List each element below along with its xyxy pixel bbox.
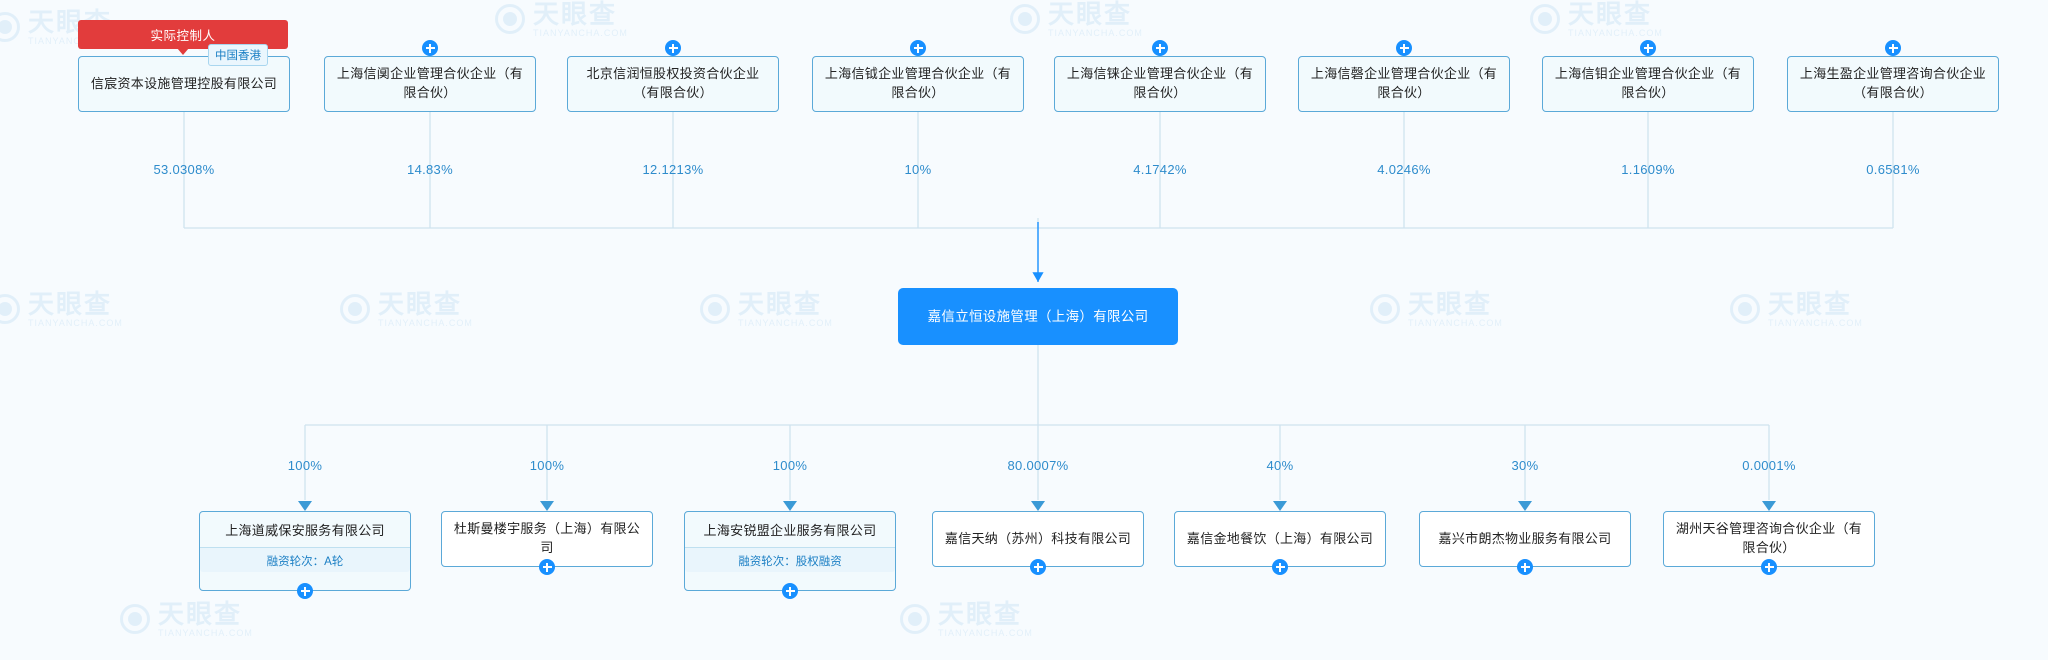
ownership-percent-shareholder-3: 10%	[904, 162, 932, 177]
region-badge: 中国香港	[208, 44, 268, 66]
shareholder-node-6[interactable]: 上海信钼企业管理合伙企业（有限合伙）	[1542, 56, 1754, 112]
ownership-percent-subsidiary-1: 100%	[529, 458, 565, 473]
subsidiary-name: 湖州天谷管理咨询合伙企业（有限合伙）	[1675, 521, 1863, 555]
subsidiary-name: 嘉信天纳（苏州）科技有限公司	[944, 530, 1132, 546]
shareholder-name: 上海信磬企业管理合伙企业（有限合伙）	[1310, 66, 1498, 100]
shareholder-node-4[interactable]: 上海信铼企业管理合伙企业（有限合伙）	[1054, 56, 1266, 112]
expand-plus-icon-shareholder-6[interactable]	[1640, 40, 1656, 56]
ownership-percent-subsidiary-0: 100%	[287, 458, 323, 473]
expand-plus-icon-shareholder-2[interactable]	[665, 40, 681, 56]
subsidiary-node-0[interactable]: 上海道威保安服务有限公司 融资轮次：A轮	[199, 511, 411, 591]
subsidiary-node-1[interactable]: 杜斯曼楼宇服务（上海）有限公司	[441, 511, 653, 567]
expand-plus-icon-subsidiary-6[interactable]	[1761, 559, 1777, 575]
root-company-node[interactable]: 嘉信立恒设施管理（上海）有限公司	[898, 288, 1178, 345]
ownership-percent-shareholder-1: 14.83%	[407, 162, 453, 177]
shareholder-node-3[interactable]: 上海信钺企业管理合伙企业（有限合伙）	[812, 56, 1024, 112]
ownership-percent-shareholder-0: 53.0308%	[153, 162, 215, 177]
shareholder-name: 上海信钺企业管理合伙企业（有限合伙）	[824, 66, 1012, 100]
funding-round-label: 融资轮次：股权融资	[685, 546, 895, 572]
subsidiary-node-2[interactable]: 上海安锐盟企业服务有限公司 融资轮次：股权融资	[684, 511, 896, 591]
expand-plus-icon-shareholder-7[interactable]	[1885, 40, 1901, 56]
ownership-percent-subsidiary-3: 80.0007%	[1007, 458, 1069, 473]
shareholder-node-2[interactable]: 北京信润恒股权投资合伙企业（有限合伙）	[567, 56, 779, 112]
shareholder-name: 上海信阒企业管理合伙企业（有限合伙）	[336, 66, 524, 100]
shareholder-name: 上海信铼企业管理合伙企业（有限合伙）	[1066, 66, 1254, 100]
expand-plus-icon-shareholder-3[interactable]	[910, 40, 926, 56]
expand-plus-icon-subsidiary-2[interactable]	[782, 583, 798, 599]
ownership-percent-subsidiary-2: 100%	[772, 458, 808, 473]
expand-plus-icon-shareholder-5[interactable]	[1396, 40, 1412, 56]
shareholder-name: 北京信润恒股权投资合伙企业（有限合伙）	[586, 66, 760, 100]
subsidiary-node-5[interactable]: 嘉兴市朗杰物业服务有限公司	[1419, 511, 1631, 567]
expand-plus-icon-subsidiary-1[interactable]	[539, 559, 555, 575]
subsidiary-node-3[interactable]: 嘉信天纳（苏州）科技有限公司	[932, 511, 1144, 567]
shareholder-name: 上海生盈企业管理咨询合伙企业（有限合伙）	[1799, 66, 1987, 100]
shareholder-name: 上海信钼企业管理合伙企业（有限合伙）	[1554, 66, 1742, 100]
shareholder-name: 信宸资本设施管理控股有限公司	[90, 75, 278, 91]
subsidiary-name: 嘉信金地餐饮（上海）有限公司	[1186, 530, 1374, 546]
shareholder-node-1[interactable]: 上海信阒企业管理合伙企业（有限合伙）	[324, 56, 536, 112]
subsidiary-name: 杜斯曼楼宇服务（上海）有限公司	[453, 521, 641, 555]
ownership-percent-subsidiary-6: 0.0001%	[1742, 458, 1796, 473]
subsidiary-node-6[interactable]: 湖州天谷管理咨询合伙企业（有限合伙）	[1663, 511, 1875, 567]
expand-plus-icon-subsidiary-5[interactable]	[1517, 559, 1533, 575]
ownership-percent-shareholder-2: 12.1213%	[642, 162, 704, 177]
ownership-percent-shareholder-4: 4.1742%	[1133, 162, 1187, 177]
shareholder-node-7[interactable]: 上海生盈企业管理咨询合伙企业（有限合伙）	[1787, 56, 1999, 112]
shareholder-node-5[interactable]: 上海信磬企业管理合伙企业（有限合伙）	[1298, 56, 1510, 112]
expand-plus-icon-subsidiary-0[interactable]	[297, 583, 313, 599]
root-company-name: 嘉信立恒设施管理（上海）有限公司	[927, 308, 1149, 324]
subsidiary-name: 嘉兴市朗杰物业服务有限公司	[1438, 530, 1612, 546]
ownership-percent-shareholder-7: 0.6581%	[1866, 162, 1920, 177]
expand-plus-icon-shareholder-4[interactable]	[1152, 40, 1168, 56]
funding-round-label: 融资轮次：A轮	[200, 546, 410, 572]
expand-plus-icon-shareholder-1[interactable]	[422, 40, 438, 56]
expand-plus-icon-subsidiary-4[interactable]	[1272, 559, 1288, 575]
ownership-percent-subsidiary-4: 40%	[1266, 458, 1294, 473]
ownership-percent-subsidiary-5: 30%	[1511, 458, 1539, 473]
subsidiary-node-4[interactable]: 嘉信金地餐饮（上海）有限公司	[1174, 511, 1386, 567]
subsidiary-name: 上海安锐盟企业服务有限公司	[703, 523, 877, 538]
ownership-percent-shareholder-5: 4.0246%	[1377, 162, 1431, 177]
subsidiary-name: 上海道威保安服务有限公司	[225, 523, 385, 538]
ownership-percent-shareholder-6: 1.1609%	[1621, 162, 1675, 177]
expand-plus-icon-subsidiary-3[interactable]	[1030, 559, 1046, 575]
